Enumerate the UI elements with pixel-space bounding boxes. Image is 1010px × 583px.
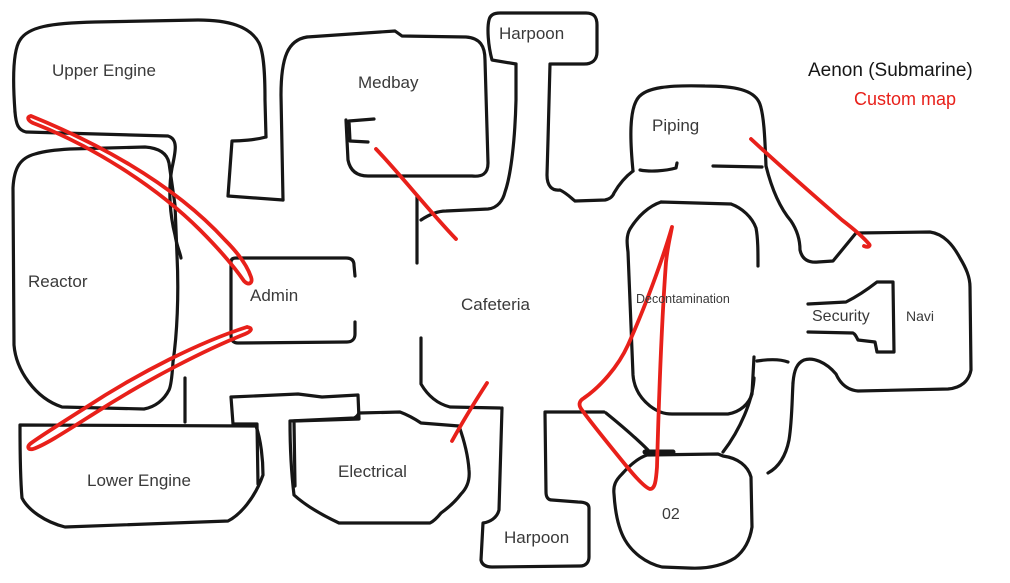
- lower-engine-room-outline: [18, 423, 265, 529]
- electrical-room-outline: [288, 410, 471, 525]
- room-label-harpoon-bottom: Harpoon: [504, 528, 570, 547]
- harpoon-bottom-room-outline: [479, 406, 591, 569]
- map-subtitle: Custom map: [854, 89, 957, 109]
- cafeteria-top-left-wall: [419, 62, 518, 222]
- reactor-room-outline: [11, 145, 180, 411]
- room-label-upper-engine: Upper Engine: [52, 61, 156, 80]
- red-annotations: [26, 114, 872, 491]
- room-label-admin: Admin: [250, 286, 299, 305]
- navi-room-outline: [791, 230, 973, 393]
- corridor-box-upper: [226, 135, 285, 202]
- medbay-scanner-hook: [347, 117, 376, 144]
- harpoon-top-room-outline: [486, 11, 599, 66]
- upper-engine-room-outline: [12, 18, 268, 139]
- medbay-room-outline: [305, 29, 490, 178]
- room-label-o2: 02: [662, 506, 680, 523]
- medbay-left-wall: [279, 35, 309, 202]
- decontamination-to-o2-wall: [721, 376, 756, 454]
- o2-room-outline: [612, 452, 754, 570]
- room-label-lower-engine: Lower Engine: [87, 471, 191, 490]
- room-label-electrical: Electrical: [338, 462, 407, 481]
- red-loop-admin-lower-engine: [26, 325, 253, 452]
- piping-to-navi-corridor-wall: [764, 164, 858, 264]
- navi-lower-corridor-wall: [766, 381, 795, 475]
- room-label-reactor: Reactor: [28, 272, 88, 291]
- room-label-medbay: Medbay: [358, 73, 419, 92]
- piping-room-outline: [629, 84, 768, 173]
- room-label-cafeteria: Cafeteria: [461, 295, 530, 314]
- room-label-harpoon-top: Harpoon: [499, 24, 565, 43]
- red-loop-decontamination: [577, 225, 674, 491]
- red-slash-cafeteria-bottom: [450, 381, 489, 443]
- room-label-security: Security: [812, 308, 870, 325]
- upper-engine-bottom-and-stem: [13, 110, 183, 260]
- wall-outlines: [11, 11, 973, 570]
- decontamination-room-outline: [625, 200, 760, 416]
- room-label-decontamination: Decontamination: [636, 292, 730, 306]
- red-slash-medbay: [374, 147, 458, 241]
- harpoon-top-stem-right-wall: [545, 62, 635, 203]
- red-line-piping-to-navi: [749, 137, 872, 249]
- piping-door-stubs: [638, 161, 764, 173]
- room-label-piping: Piping: [652, 116, 700, 135]
- security-funnel-outline: [806, 280, 896, 354]
- room-label-navi: Navi: [906, 308, 935, 324]
- cafeteria-bottom-left-wall: [419, 336, 502, 410]
- map-title: Aenon (Submarine): [808, 60, 973, 81]
- cafeteria-to-o2-corridor-wall: [604, 411, 650, 452]
- navi-lower-corridor-wall-2: [755, 358, 790, 364]
- red-loop-upper-engine-admin: [26, 114, 254, 286]
